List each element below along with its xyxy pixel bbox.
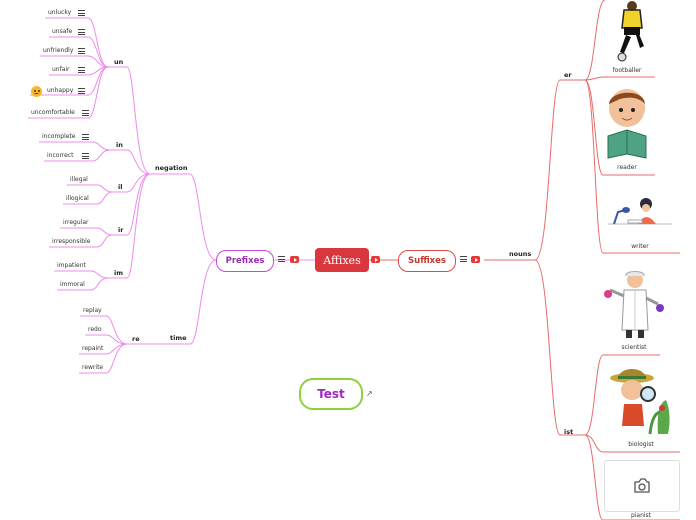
un-node[interactable]: un xyxy=(114,58,124,66)
suffixes-node[interactable]: Suffixes xyxy=(398,250,456,272)
pianist-image-placeholder[interactable] xyxy=(604,460,680,512)
word-rewrite[interactable]: rewrite xyxy=(82,364,104,371)
time-node[interactable]: time xyxy=(170,334,187,342)
word-replay[interactable]: replay xyxy=(83,307,102,314)
word-unsafe[interactable]: unsafe xyxy=(52,28,73,35)
word-irregular[interactable]: irregular xyxy=(63,219,89,226)
note-icon[interactable] xyxy=(78,88,85,94)
word-illegal[interactable]: illegal xyxy=(70,176,88,183)
word-unfair[interactable]: unfair xyxy=(52,66,70,73)
note-icon[interactable] xyxy=(78,29,85,35)
video-icon[interactable] xyxy=(290,256,299,263)
caption-writer: writer xyxy=(631,243,649,250)
word-uncomfortable[interactable]: uncomfortable xyxy=(31,109,75,116)
word-repaint[interactable]: repaint xyxy=(82,345,104,352)
nouns-node[interactable]: nouns xyxy=(509,250,532,258)
caption-footballer: footballer xyxy=(612,67,642,74)
word-irresponsible[interactable]: irresponsible xyxy=(52,238,91,245)
caption-pianist: pianist xyxy=(630,512,652,519)
negation-node[interactable]: negation xyxy=(155,164,188,172)
word-unhappy[interactable]: unhappy xyxy=(47,87,74,94)
footballer-image xyxy=(617,1,644,62)
caption-scientist: scientist xyxy=(621,344,647,351)
writer-image xyxy=(608,198,672,225)
note-icon[interactable] xyxy=(78,67,85,73)
word-redo[interactable]: redo xyxy=(88,326,102,333)
caption-reader: reader xyxy=(617,164,637,171)
word-immoral[interactable]: immoral xyxy=(60,281,85,288)
video-icon[interactable] xyxy=(371,256,380,263)
word-unfriendly[interactable]: unfriendly xyxy=(43,47,74,54)
note-icon[interactable] xyxy=(82,134,89,140)
word-incomplete[interactable]: incomplete xyxy=(42,133,76,140)
external-link-icon[interactable]: ↗ xyxy=(366,389,373,398)
word-impatient[interactable]: impatient xyxy=(57,262,86,269)
caption-biologist: biologist xyxy=(628,441,654,448)
note-icon[interactable] xyxy=(82,110,89,116)
il-node[interactable]: il xyxy=(118,183,123,191)
word-illogical[interactable]: illogical xyxy=(66,195,89,202)
re-node[interactable]: re xyxy=(132,335,140,343)
test-topic[interactable]: Test xyxy=(299,378,363,410)
central-topic[interactable]: Affixes xyxy=(315,248,369,272)
word-incorrect[interactable]: incorrect xyxy=(47,152,74,159)
in-node[interactable]: in xyxy=(116,141,123,149)
note-icon[interactable] xyxy=(460,256,467,262)
prefixes-node[interactable]: Prefixes xyxy=(216,250,274,272)
er-node[interactable]: er xyxy=(564,71,572,79)
reader-image xyxy=(607,89,647,159)
note-icon[interactable] xyxy=(78,48,85,54)
ist-node[interactable]: ist xyxy=(564,428,574,436)
camera-icon xyxy=(634,478,650,493)
im-node[interactable]: im xyxy=(114,269,124,277)
video-icon[interactable] xyxy=(471,256,480,263)
word-unlucky[interactable]: unlucky xyxy=(48,9,72,16)
note-icon[interactable] xyxy=(82,153,89,159)
ir-node[interactable]: ir xyxy=(118,226,124,234)
note-icon[interactable] xyxy=(278,256,285,262)
note-icon[interactable] xyxy=(78,10,85,16)
biologist-image xyxy=(610,369,670,435)
scientist-image xyxy=(604,271,664,338)
sad-face-icon xyxy=(31,86,42,97)
